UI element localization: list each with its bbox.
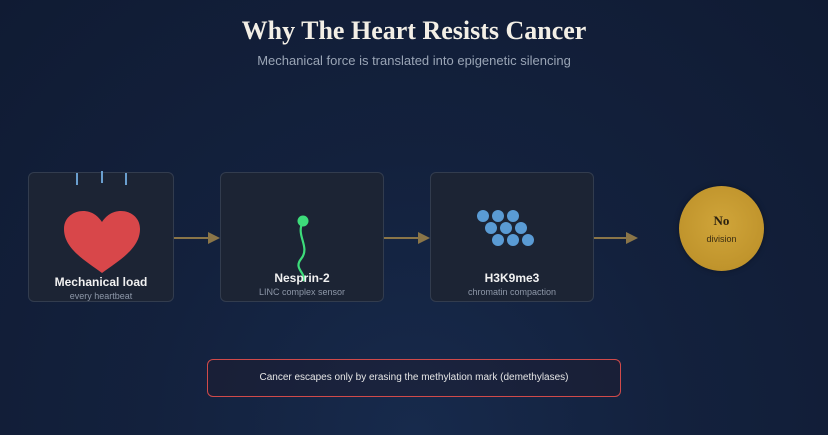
escape-note-box: Cancer escapes only by erasing the methy… [207, 359, 621, 397]
heartbeat-tick-marks [76, 171, 127, 185]
heart-icon [64, 211, 140, 273]
step-sublabel: chromatin compaction [467, 287, 557, 297]
flow-arrow [384, 232, 430, 244]
step-card-mechanical-load: Mechanical load every heartbeat [28, 171, 174, 302]
result-circle: No division [679, 186, 764, 271]
step-label: H3K9me3 [484, 271, 540, 285]
step-label: Nesprin-2 [274, 271, 330, 285]
flow-arrow [594, 232, 638, 244]
step-card-h3k9me3: H3K9me3 chromatin compaction [430, 172, 594, 302]
page-subtitle: Mechanical force is translated into epig… [257, 53, 571, 68]
step-card-nesprin-2: Nesprin-2 LINC complex sensor [220, 172, 384, 302]
filament-icon [297, 215, 309, 282]
step-label: Mechanical load [54, 275, 148, 289]
result-sublabel: division [706, 234, 737, 244]
result-title: No [713, 213, 730, 228]
flow-arrow [174, 232, 220, 244]
page-title: Why The Heart Resists Cancer [241, 16, 587, 45]
step-sublabel: LINC complex sensor [258, 287, 346, 297]
chromatin-icon [477, 210, 534, 246]
step-sublabel: every heartbeat [69, 291, 133, 301]
